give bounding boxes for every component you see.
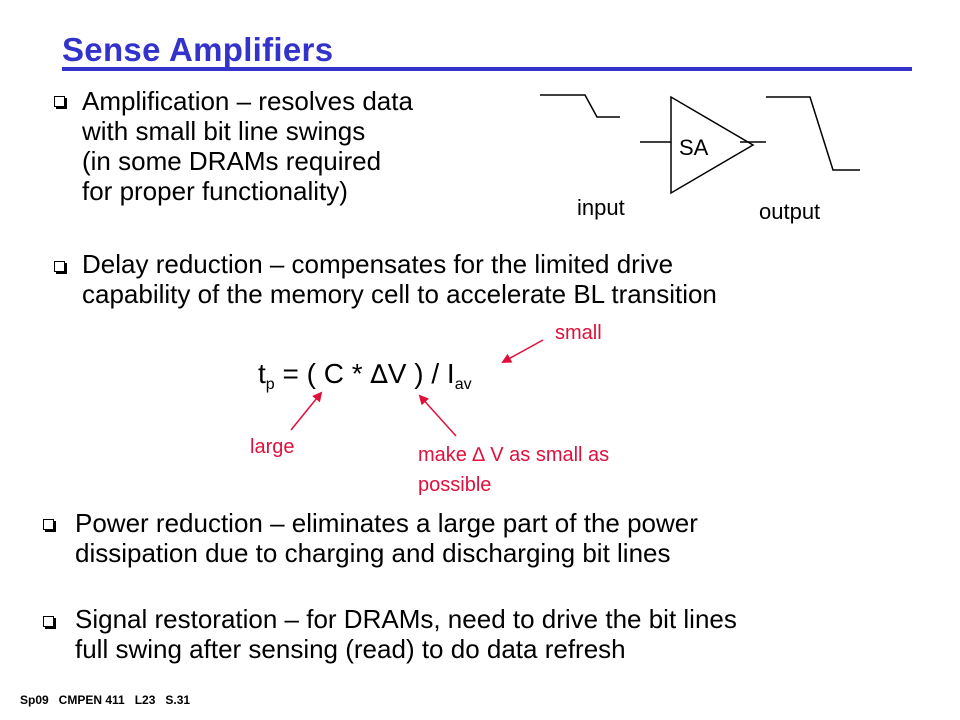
bullet-power-reduction: Power reduction – eliminates a large par… — [75, 508, 698, 568]
bullet-delay-reduction: Delay reduction – compensates for the li… — [82, 249, 717, 309]
bullet-line: (in some DRAMs required — [82, 146, 382, 176]
bullet-line: for proper functionality) — [82, 176, 348, 206]
bullet-line: Power reduction – eliminates a large par… — [75, 508, 698, 538]
bullet-marker-icon — [43, 616, 54, 627]
annotation-small: small — [555, 322, 602, 344]
annotation-make-small: make ∆ V as small as possible — [418, 444, 610, 496]
bullet-marker-icon — [54, 96, 65, 107]
bullet-line: Delay reduction – compensates for the li… — [82, 249, 674, 279]
annotation-large: large — [250, 436, 295, 458]
input-label: input — [577, 195, 625, 220]
bullet-line: dissipation due to charging and discharg… — [75, 538, 671, 568]
delay-formula: tp = ( C * ∆V ) / Iav — [258, 358, 472, 393]
bullet-amplification: Amplification – resolves data with small… — [82, 86, 413, 206]
output-waveform — [766, 96, 860, 171]
amp-triangle-icon — [670, 95, 755, 195]
bullet-line: full swing after sensing (read) to do da… — [75, 634, 626, 664]
bullet-line: Amplification – resolves data — [82, 86, 413, 116]
output-label: output — [759, 199, 821, 224]
bullet-marker-icon — [54, 261, 65, 272]
bullet-line: capability of the memory cell to acceler… — [82, 279, 717, 309]
bullet-signal-restoration: Signal restoration – for DRAMs, need to … — [75, 604, 737, 664]
slide-footer: Sp09 CMPEN 411 L23 S.31 — [20, 693, 191, 707]
arrow-small — [501, 339, 544, 363]
arrow-large — [290, 391, 323, 431]
arrow-delta-v — [418, 394, 457, 437]
delta-symbol: ∆ — [370, 360, 388, 390]
bullet-line: Signal restoration – for DRAMs, need to … — [75, 604, 737, 634]
title-underline — [62, 67, 912, 71]
slide-title: Sense Amplifiers — [62, 31, 334, 68]
input-waveform — [540, 94, 620, 118]
amp-label: SA — [679, 135, 709, 160]
bullet-line: with small bit line swings — [82, 116, 366, 146]
bullet-marker-icon — [43, 519, 54, 530]
sense-amp-diagram — [540, 94, 860, 195]
